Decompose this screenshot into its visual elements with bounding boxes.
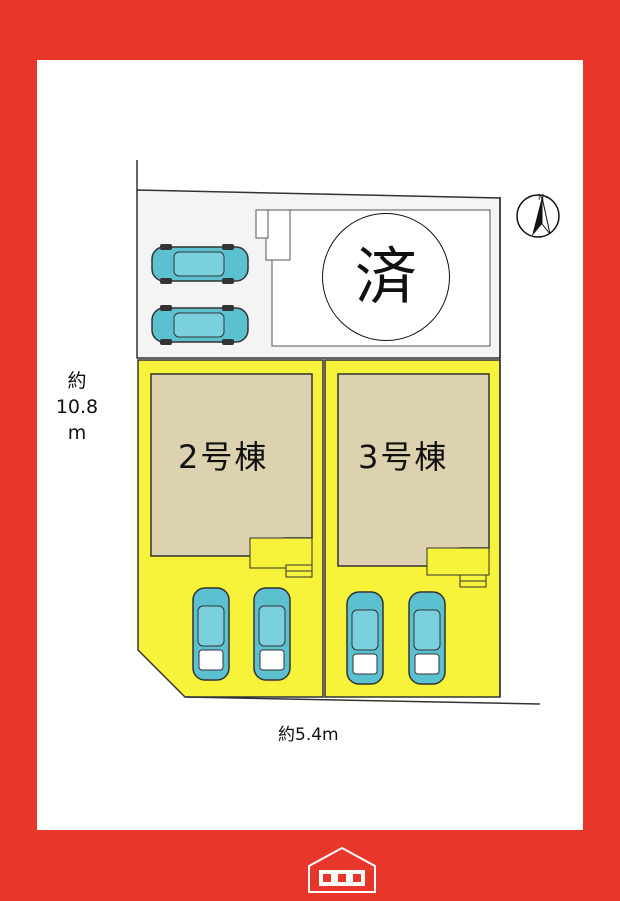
car-icon bbox=[192, 587, 230, 681]
brand-house-icon bbox=[308, 846, 376, 893]
car-icon bbox=[151, 244, 249, 284]
brand-name-left: アイデム bbox=[117, 852, 287, 898]
depth-label-prefix: 約 bbox=[67, 370, 87, 392]
depth-label-unit: m bbox=[67, 422, 87, 444]
car-icon bbox=[408, 591, 446, 685]
width-dimension: 約5.4m bbox=[278, 725, 339, 745]
car-icon bbox=[151, 305, 249, 345]
house-3-label: 3号棟 bbox=[358, 438, 449, 476]
car-icon bbox=[253, 587, 291, 681]
sold-mark: 済 bbox=[322, 213, 450, 341]
car-icon bbox=[346, 591, 384, 685]
house-2-label: 2号棟 bbox=[178, 438, 269, 476]
brand-name-right: ホーム bbox=[376, 852, 504, 898]
svg-text:N: N bbox=[538, 193, 544, 202]
depth-dimension: 約 10.8 m bbox=[52, 368, 102, 446]
depth-label-value: 10.8 bbox=[55, 396, 99, 418]
compass-icon: N bbox=[516, 193, 560, 238]
